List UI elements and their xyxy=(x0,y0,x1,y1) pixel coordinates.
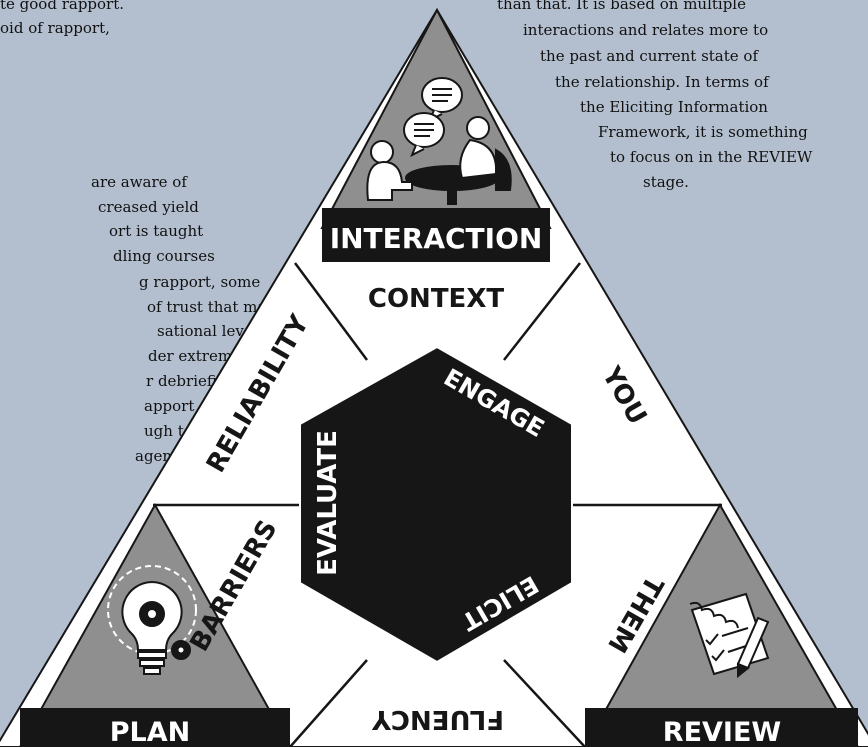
left-text-line: dling courses xyxy=(113,247,215,265)
corner-label-interaction: INTERACTION xyxy=(330,222,543,255)
right-text-line: interactions and relates more to xyxy=(523,21,769,39)
notepad-pencil-icon xyxy=(689,592,770,679)
corner-label-review: REVIEW xyxy=(663,717,781,747)
left-text-line: apport xyxy=(144,397,195,415)
left-text-line: sational level. xyxy=(157,322,263,340)
center-hexagon xyxy=(299,345,573,664)
left-text-line: ort is taught xyxy=(109,222,204,240)
left-text-line: ugh to xyxy=(144,422,193,440)
left-text-line: are aware of xyxy=(91,173,187,191)
right-text-line: the past and current state of xyxy=(540,47,759,65)
segment-dividers xyxy=(153,262,722,747)
lightbulb-gear-icon xyxy=(107,565,197,675)
left-text-line: oid of rapport, xyxy=(0,19,110,37)
top-label-bar xyxy=(322,208,550,262)
left-text-line: of trust that may xyxy=(147,298,275,316)
left-text-line: creased yield xyxy=(98,198,199,216)
right-text-line: the Eliciting Information xyxy=(580,98,768,116)
right-label-bar xyxy=(585,708,858,747)
conversation-people-icon xyxy=(366,77,512,205)
right-text-line: Framework, it is something xyxy=(598,123,808,141)
right-text-line: stage. xyxy=(643,173,689,191)
hex-label-evaluate: EVALUATE xyxy=(313,430,343,576)
left-text-line: te good rapport. xyxy=(0,0,125,13)
left-label-bar xyxy=(20,708,290,747)
right-text-line: the relationship. In terms of xyxy=(555,73,769,91)
segment-label-fluency: FLUENCY xyxy=(371,704,504,734)
left-text-line: der extreme xyxy=(148,347,241,365)
segment-label-context: CONTEXT xyxy=(368,284,504,314)
corner-label-plan: PLAN xyxy=(110,717,191,747)
right-text-line: than that. It is based on multiple xyxy=(497,0,746,13)
right-text-line: to focus on in the REVIEW xyxy=(610,148,813,166)
left-text-line: g rapport, some xyxy=(139,273,261,291)
